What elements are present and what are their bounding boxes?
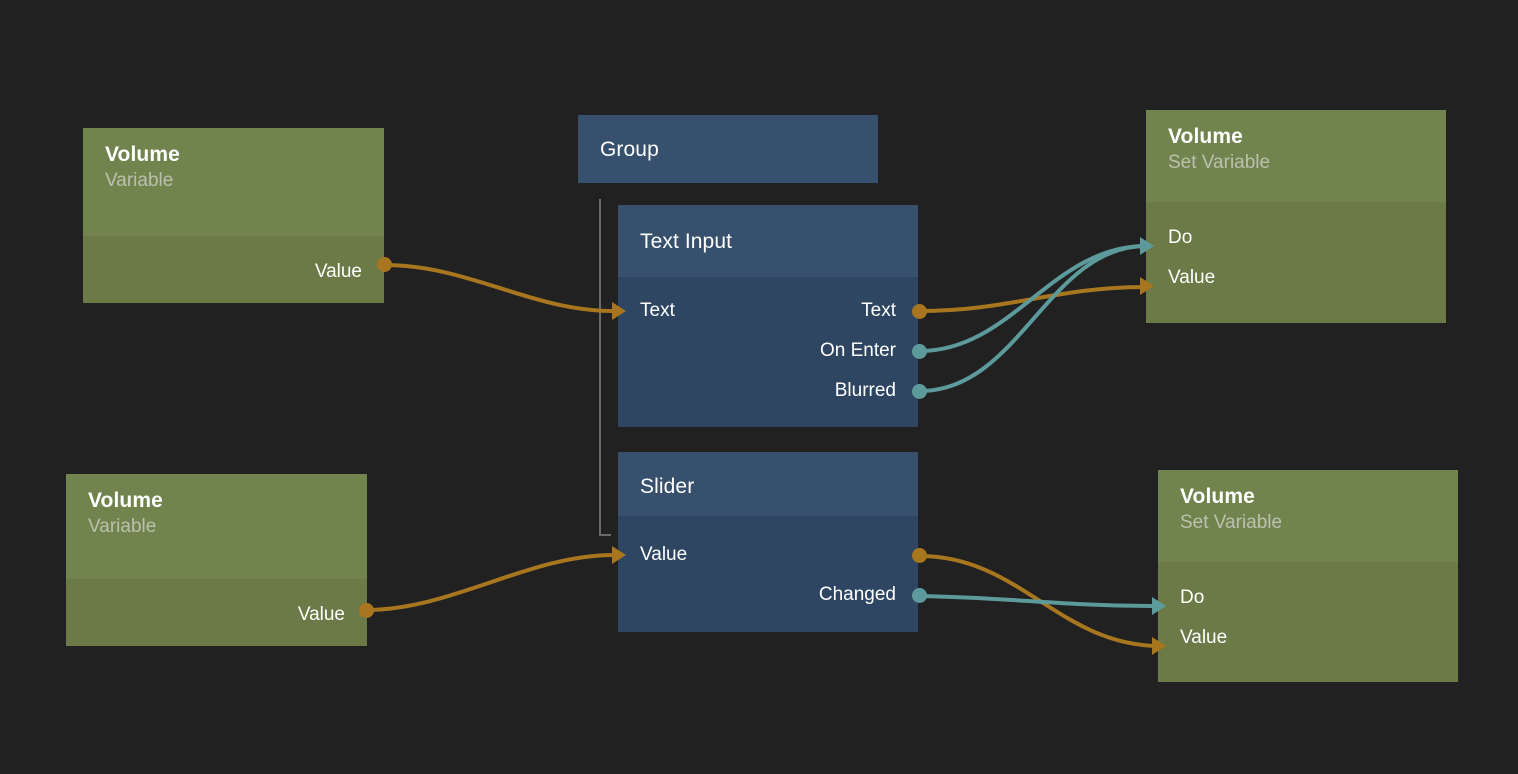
node-body: Value bbox=[83, 236, 384, 303]
port-dot-on-enter-output[interactable] bbox=[912, 344, 927, 359]
node-header[interactable]: Slider bbox=[618, 452, 918, 516]
port-label-value-output: Value bbox=[297, 604, 345, 625]
port-row-value-in: Value bbox=[1146, 266, 1446, 290]
port-label-value-input: Value bbox=[1180, 627, 1228, 648]
node-title: Slider bbox=[640, 475, 695, 498]
wire-text-input-text-to-set-variable-value bbox=[918, 285, 1148, 313]
port-row-text-out: Text bbox=[618, 299, 918, 323]
node-header[interactable]: Volume Variable bbox=[66, 474, 367, 579]
node-header[interactable]: Text Input bbox=[618, 205, 918, 277]
node-subtitle: Variable bbox=[105, 170, 174, 191]
port-arrow-value-input[interactable] bbox=[1152, 637, 1166, 655]
port-arrow-text-input[interactable] bbox=[612, 302, 626, 320]
port-label-value-output: Value bbox=[314, 261, 362, 282]
node-body: Do Value bbox=[1158, 562, 1458, 682]
port-row-value-in: Value bbox=[618, 543, 918, 567]
port-row-do-in: Do bbox=[1146, 226, 1446, 250]
port-row-value-out: Value bbox=[66, 603, 367, 627]
port-label-value-input: Value bbox=[1168, 267, 1216, 288]
node-group[interactable]: Group bbox=[578, 115, 878, 183]
port-dot-changed-output[interactable] bbox=[912, 588, 927, 603]
port-label-do-input: Do bbox=[1168, 227, 1193, 248]
port-label-do-input: Do bbox=[1180, 587, 1205, 608]
wire-volume-bottom-value-to-slider-value bbox=[364, 553, 616, 612]
node-subtitle: Set Variable bbox=[1168, 152, 1271, 173]
port-dot-blurred-output[interactable] bbox=[912, 384, 927, 399]
node-subtitle: Set Variable bbox=[1180, 512, 1283, 533]
port-arrow-do-input[interactable] bbox=[1152, 597, 1166, 615]
port-dot-value-output[interactable] bbox=[359, 603, 374, 618]
node-body: Value Changed bbox=[618, 516, 918, 632]
node-header[interactable]: Group bbox=[578, 115, 878, 183]
node-slider[interactable]: Slider Value Changed bbox=[612, 452, 927, 632]
node-header[interactable]: Volume Variable bbox=[83, 128, 384, 236]
group-bracket-vertical-line bbox=[599, 199, 601, 536]
port-row-value-in: Value bbox=[1158, 626, 1458, 650]
node-body: Value bbox=[66, 579, 367, 646]
port-dot-value-output[interactable] bbox=[912, 548, 927, 563]
port-arrow-do-input[interactable] bbox=[1140, 237, 1154, 255]
port-row-changed-out: Changed bbox=[618, 583, 918, 607]
port-label-text-output: Text bbox=[861, 300, 896, 321]
node-header[interactable]: Volume Set Variable bbox=[1158, 470, 1458, 562]
port-label-blurred-output: Blurred bbox=[834, 380, 896, 401]
wire-text-input-blurred-to-set-variable-do bbox=[918, 244, 1148, 393]
node-text-input[interactable]: Text Input Text Text On Enter Blurred bbox=[612, 205, 927, 427]
port-dot-value-output[interactable] bbox=[377, 257, 392, 272]
node-title: Volume bbox=[105, 143, 180, 166]
node-title: Volume bbox=[1180, 485, 1255, 508]
port-row-do-in: Do bbox=[1158, 586, 1458, 610]
node-volume-set-variable-bottom[interactable]: Volume Set Variable Do Value bbox=[1152, 470, 1458, 682]
wire-slider-value-to-set-variable-value bbox=[918, 554, 1162, 648]
port-label-text-input: Text bbox=[640, 300, 675, 321]
wire-text-input-on-enter-to-set-variable-do bbox=[918, 244, 1148, 353]
port-label-value-input: Value bbox=[640, 544, 688, 565]
port-row-value-out: Value bbox=[83, 260, 384, 284]
port-arrow-value-input[interactable] bbox=[612, 546, 626, 564]
node-body: Text Text On Enter Blurred bbox=[618, 277, 918, 427]
port-label-changed-output: Changed bbox=[818, 584, 896, 605]
wire-slider-changed-to-set-variable-do bbox=[918, 594, 1162, 608]
node-volume-variable-top[interactable]: Volume Variable Value bbox=[83, 128, 392, 303]
node-volume-set-variable-top[interactable]: Volume Set Variable Do Value bbox=[1140, 110, 1446, 323]
node-header[interactable]: Volume Set Variable bbox=[1146, 110, 1446, 202]
node-body: Do Value bbox=[1146, 202, 1446, 323]
node-title: Text Input bbox=[640, 230, 733, 253]
port-label-on-enter-output: On Enter bbox=[819, 340, 896, 361]
port-dot-text-output[interactable] bbox=[912, 304, 927, 319]
node-volume-variable-bottom[interactable]: Volume Variable Value bbox=[66, 474, 374, 646]
port-row-blurred-out: Blurred bbox=[618, 379, 918, 403]
group-bracket-foot-line bbox=[599, 534, 611, 536]
node-title: Volume bbox=[88, 489, 163, 512]
wire-volume-top-value-to-text-input-text bbox=[382, 263, 616, 313]
node-subtitle: Variable bbox=[88, 516, 157, 537]
node-title: Volume bbox=[1168, 125, 1243, 148]
port-row-on-enter-out: On Enter bbox=[618, 339, 918, 363]
port-arrow-value-input[interactable] bbox=[1140, 277, 1154, 295]
port-row-text-in: Text bbox=[618, 299, 918, 323]
node-title: Group bbox=[600, 138, 659, 161]
